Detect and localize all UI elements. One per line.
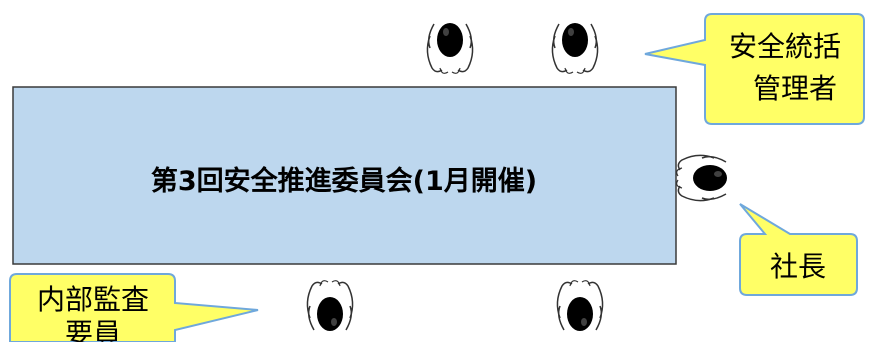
meeting-table-rect (12, 86, 677, 265)
person-right-icon (675, 154, 728, 202)
meeting-title: 第3回安全推進委員会(1月開催) (151, 165, 537, 197)
person-top-right-icon (551, 22, 599, 75)
callout-safety-manager-line1: 安全統括 (729, 30, 841, 63)
callout-president: 社長 (739, 203, 858, 296)
callout-internal-auditor-line1: 内部監査 (37, 283, 149, 316)
meeting-table: 第3回安全推進委員会(1月開催) (12, 86, 677, 265)
callout-president-bubble (739, 203, 858, 296)
person-top-left-icon (426, 22, 474, 75)
callout-safety-manager-bubble (644, 13, 865, 125)
callout-safety-manager-line2: 管理者 (753, 72, 837, 105)
callout-safety-manager: 安全統括 管理者 (644, 13, 865, 125)
callout-internal-auditor: 内部監査 要員 (9, 273, 259, 346)
callout-president-text: 社長 (770, 250, 826, 283)
callout-internal-auditor-bubble (9, 273, 259, 343)
callout-internal-auditor-line2: 要員 (65, 317, 121, 342)
person-bottom-right-icon (556, 279, 604, 332)
person-bottom-left-icon (306, 279, 354, 332)
